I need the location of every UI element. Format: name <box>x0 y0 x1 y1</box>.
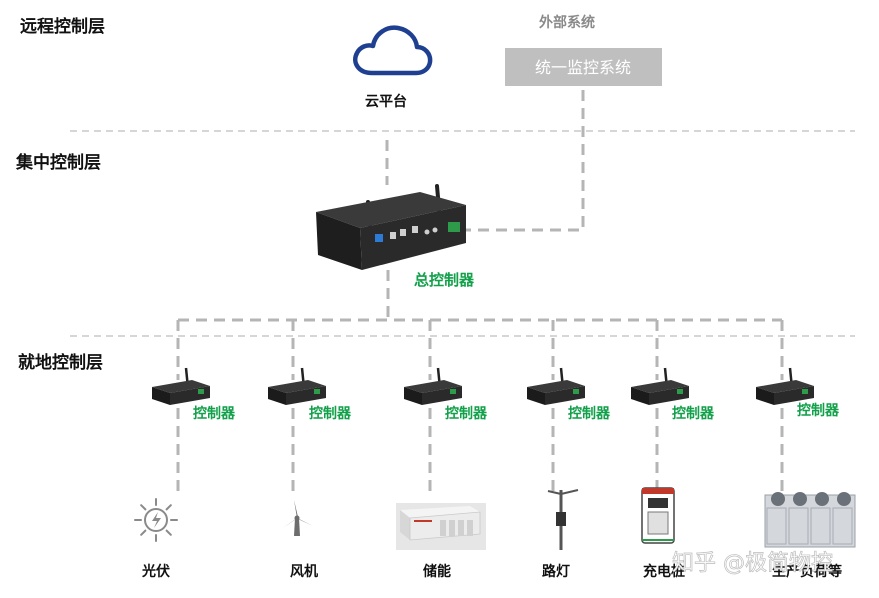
local-controllers: 控制器 控制器 控制器 控制器 控制器 控制器 <box>152 320 840 498</box>
local-controller-icon <box>631 367 689 405</box>
cloud-label: 云平台 <box>365 93 407 110</box>
monitor-system-box <box>505 48 662 86</box>
production-load-icon <box>764 492 856 548</box>
master-controller-icon <box>316 184 466 270</box>
external-system-title: 外部系统 <box>539 14 595 31</box>
device-label: 风机 <box>290 563 318 580</box>
master-controller-label: 总控制器 <box>414 271 475 289</box>
local-controller-label: 控制器 <box>568 405 611 422</box>
layer-title-remote: 远程控制层 <box>20 16 105 37</box>
solar-icon <box>134 498 178 542</box>
local-controller-icon <box>756 367 814 405</box>
local-controller-label: 控制器 <box>445 405 488 422</box>
local-controller-icon <box>268 367 326 405</box>
street-light-icon <box>547 489 579 550</box>
wind-turbine-icon <box>283 500 313 536</box>
device-label: 充电桩 <box>643 563 685 580</box>
device-label: 光伏 <box>141 563 170 580</box>
device-label: 储能 <box>422 563 451 580</box>
cloud-icon <box>353 25 433 76</box>
link-external-master <box>465 90 585 232</box>
local-controller-icon <box>404 367 462 405</box>
local-controller-label: 控制器 <box>309 405 352 422</box>
local-controller-label: 控制器 <box>797 402 840 419</box>
charging-pile-icon <box>641 487 675 544</box>
local-controller-icon <box>152 367 210 405</box>
device-label: 生产负荷等 <box>772 563 842 580</box>
energy-storage-icon <box>396 503 486 550</box>
local-controller-icon <box>527 367 585 405</box>
local-controller-label: 控制器 <box>193 405 236 422</box>
device-label: 路灯 <box>542 563 570 580</box>
local-controller-label: 控制器 <box>672 405 715 422</box>
watermark: 知乎 @极简物控 <box>672 551 833 576</box>
layer-title-central: 集中控制层 <box>15 152 101 173</box>
monitor-system-label: 统一监控系统 <box>535 58 631 77</box>
layer-title-local: 就地控制层 <box>18 352 103 373</box>
field-devices: 光伏 风机 储能 路灯 充电桩 生产负荷等 <box>134 487 856 580</box>
